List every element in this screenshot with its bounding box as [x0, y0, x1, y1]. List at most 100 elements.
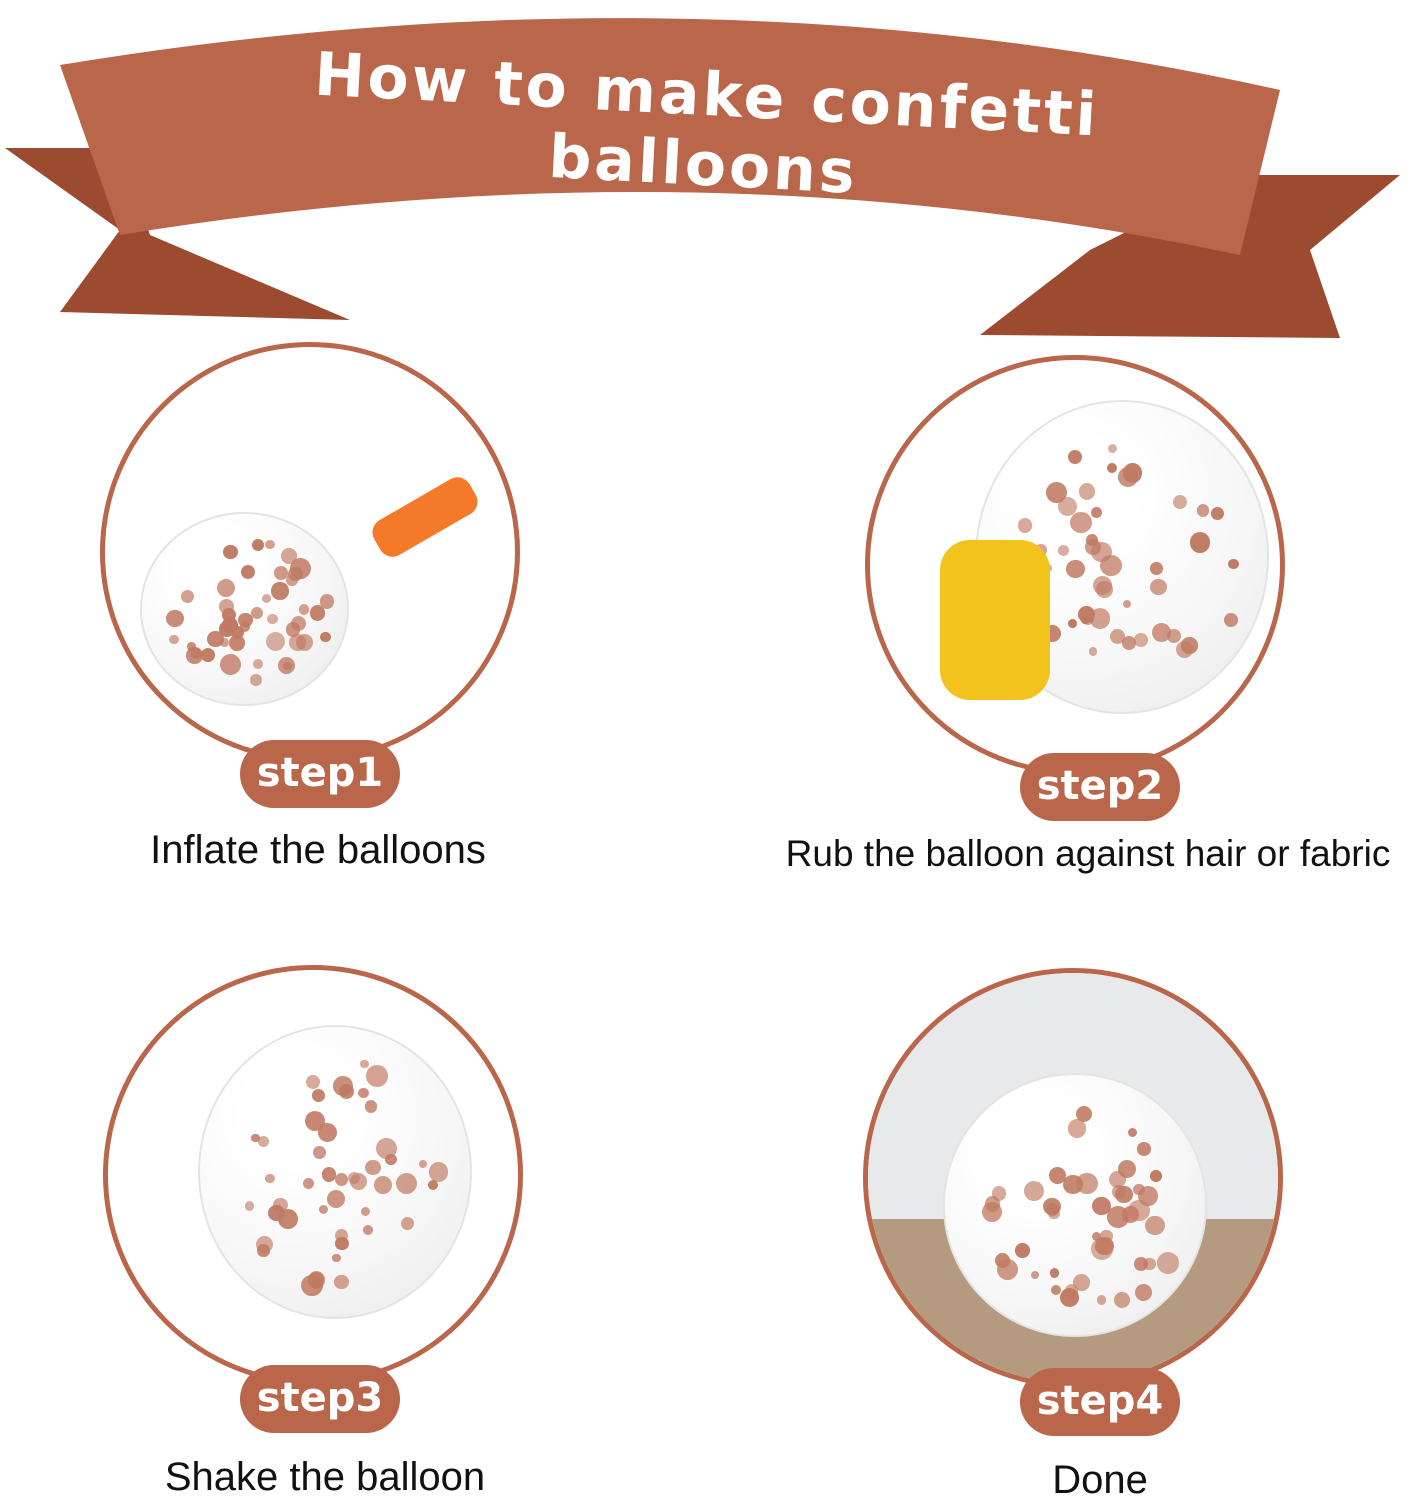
confetti-dot	[1078, 483, 1096, 500]
confetti-dot	[1050, 1284, 1061, 1295]
confetti-dot	[191, 648, 203, 660]
confetti-dot	[251, 1134, 260, 1143]
confetti-dot	[307, 1272, 324, 1289]
confetti-dot	[334, 1274, 349, 1290]
confetti-dot	[1049, 1167, 1067, 1185]
confetti-dot	[220, 637, 230, 647]
confetti-dot	[277, 1208, 298, 1230]
confetti-dot	[360, 1206, 370, 1217]
confetti-dot	[1156, 1252, 1179, 1274]
confetti-dot	[302, 1177, 315, 1190]
confetti-dot	[267, 614, 278, 625]
confetti-dot	[1107, 443, 1118, 454]
confetti-dot	[288, 567, 303, 582]
confetti-dot	[1113, 1292, 1130, 1308]
confetti-dot	[1181, 637, 1198, 654]
confetti-dot	[1166, 628, 1182, 644]
confetti-dot	[257, 1135, 269, 1147]
step1-image	[100, 342, 520, 762]
confetti-dot	[331, 1253, 341, 1263]
confetti-dot	[428, 1180, 438, 1190]
confetti-dot	[1091, 1232, 1101, 1242]
confetti-dot	[253, 659, 264, 670]
confetti-dot	[1067, 450, 1082, 465]
confetti-dot	[428, 1162, 449, 1182]
confetti-dot	[201, 647, 216, 663]
confetti-dot	[281, 547, 297, 564]
confetti-dot	[311, 1088, 325, 1102]
confetti-dot	[180, 589, 195, 604]
confetti-dot	[169, 634, 179, 645]
confetti-dot	[1073, 1274, 1090, 1292]
confetti-dot	[1068, 619, 1077, 628]
confetti-dot	[250, 674, 263, 686]
confetti-dot	[1151, 622, 1172, 643]
confetti-dot	[1092, 1197, 1111, 1216]
step1-badge: step1	[240, 740, 400, 808]
confetti-dot	[320, 631, 331, 643]
confetti-dot	[385, 1153, 397, 1166]
confetti-dot	[1150, 1169, 1162, 1182]
confetti-dot	[289, 633, 306, 651]
confetti-dot	[1228, 559, 1239, 570]
confetti-dot	[312, 1146, 326, 1160]
confetti-dot	[299, 604, 310, 615]
confetti-dot	[321, 1167, 336, 1182]
title-ribbon	[5, 18, 1400, 338]
confetti-dot	[363, 1224, 374, 1235]
confetti-dot	[252, 538, 265, 551]
confetti-dot	[1115, 1185, 1133, 1204]
confetti-dot	[1067, 1118, 1087, 1138]
confetti-dot	[306, 1075, 321, 1090]
confetti-dot	[1057, 497, 1078, 517]
confetti-dot	[309, 605, 326, 621]
confetti-dot	[1049, 1268, 1060, 1278]
confetti-dot	[320, 594, 335, 609]
step4-caption: Done	[1052, 1458, 1148, 1500]
confetti-dot	[1057, 544, 1069, 556]
confetti-dot	[360, 1059, 369, 1069]
confetti-dot	[1197, 504, 1210, 517]
confetti-dot	[1134, 633, 1148, 647]
confetti-dot	[1043, 1197, 1061, 1216]
confetti-dot	[334, 1229, 348, 1243]
confetti-dot	[251, 607, 263, 619]
step2-image	[865, 355, 1285, 775]
confetti-dot	[1122, 463, 1143, 484]
confetti-dot	[318, 1123, 337, 1143]
confetti-dot	[223, 544, 239, 560]
confetti-dot	[265, 1173, 275, 1184]
confetti-dot	[186, 641, 196, 651]
confetti-dot	[219, 653, 242, 676]
step4-badge: step4	[1020, 1368, 1180, 1436]
confetti-dot	[375, 1137, 398, 1160]
step2-caption: Rub the balloon against hair or fabric	[785, 833, 1391, 874]
confetti-dot	[982, 1202, 1003, 1223]
confetti-dot	[266, 632, 286, 652]
confetti-dot	[400, 1217, 414, 1231]
confetti-dot	[347, 1171, 360, 1184]
confetti-dot	[1096, 581, 1113, 598]
confetti-dot	[1076, 1172, 1098, 1195]
confetti-dot	[228, 635, 245, 651]
confetti-dot	[1076, 1105, 1093, 1123]
confetti-dot	[217, 578, 236, 597]
confetti-dot	[1134, 1257, 1149, 1272]
confetti-dot	[365, 1159, 381, 1176]
confetti-dot	[271, 582, 289, 600]
confetti-dot	[1223, 612, 1238, 627]
confetti-dot	[283, 661, 292, 671]
step3-badge: step3	[240, 1365, 400, 1433]
confetti-dot	[273, 565, 288, 580]
confetti-dot	[1210, 506, 1225, 520]
confetti-dot	[219, 621, 235, 637]
confetti-dot	[358, 1087, 369, 1099]
confetti-dot	[1088, 647, 1097, 656]
confetti-dot	[1150, 562, 1163, 575]
confetti-dot	[207, 630, 224, 647]
confetti-dot	[419, 1159, 428, 1168]
step3-image	[103, 965, 523, 1385]
confetti-dot	[1091, 1237, 1113, 1260]
confetti-dot	[1189, 532, 1211, 553]
